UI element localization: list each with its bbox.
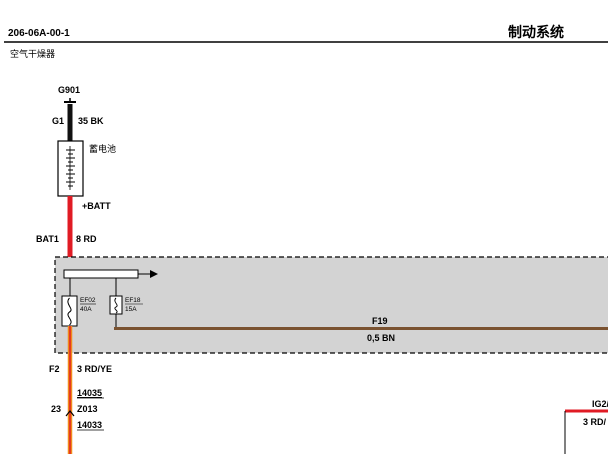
fuse-ef02-id: EF02 bbox=[80, 297, 96, 304]
fuse-ef18-id: EF18 bbox=[125, 297, 141, 304]
ground-label: G901 bbox=[58, 85, 80, 95]
wire-f2-connector: F2 bbox=[49, 364, 60, 374]
busbar bbox=[63, 269, 150, 279]
fuse-box bbox=[54, 256, 608, 354]
wire-f2-pin: 23 bbox=[51, 404, 61, 414]
battery-name: 蓄电池 bbox=[89, 143, 116, 155]
fuse-ef02-rating: 40A bbox=[80, 306, 92, 313]
section-title: 制动系统 bbox=[508, 24, 564, 41]
fuse-ef18-rating: 15A bbox=[125, 306, 137, 313]
circuit-f19-id: F19 bbox=[372, 316, 388, 326]
right-wire-gauge: 3 RD/ bbox=[583, 417, 607, 427]
wire-f2-gauge: 3 RD/YE bbox=[77, 364, 112, 374]
battery-cable-connector: G1 bbox=[52, 116, 64, 126]
splice-connector-icon bbox=[65, 410, 75, 417]
battery-symbol-icon bbox=[57, 140, 84, 197]
ground-symbol-icon bbox=[64, 98, 76, 103]
battery-terminal: +BATT bbox=[82, 201, 111, 211]
busbar-arrow-icon bbox=[150, 270, 158, 278]
batt-wire-connector: BAT1 bbox=[36, 234, 59, 244]
batt-wire-gauge: 8 RD bbox=[76, 234, 97, 244]
fuse-ef02-icon bbox=[61, 295, 78, 327]
splice-bottom-ref: 14033 bbox=[77, 420, 102, 430]
doc-code: 206-06A-00-1 bbox=[8, 28, 70, 39]
fuse-ef18-icon bbox=[109, 295, 123, 315]
battery-cable-gauge: 35 BK bbox=[78, 116, 104, 126]
splice-id: Z013 bbox=[77, 404, 98, 414]
splice-top-ref: 14035 bbox=[77, 388, 102, 398]
right-wire-connector: IG2/ bbox=[592, 399, 608, 409]
circuit-f19-gauge: 0,5 BN bbox=[367, 333, 395, 343]
page-subtitle: 空气干燥器 bbox=[10, 48, 55, 60]
